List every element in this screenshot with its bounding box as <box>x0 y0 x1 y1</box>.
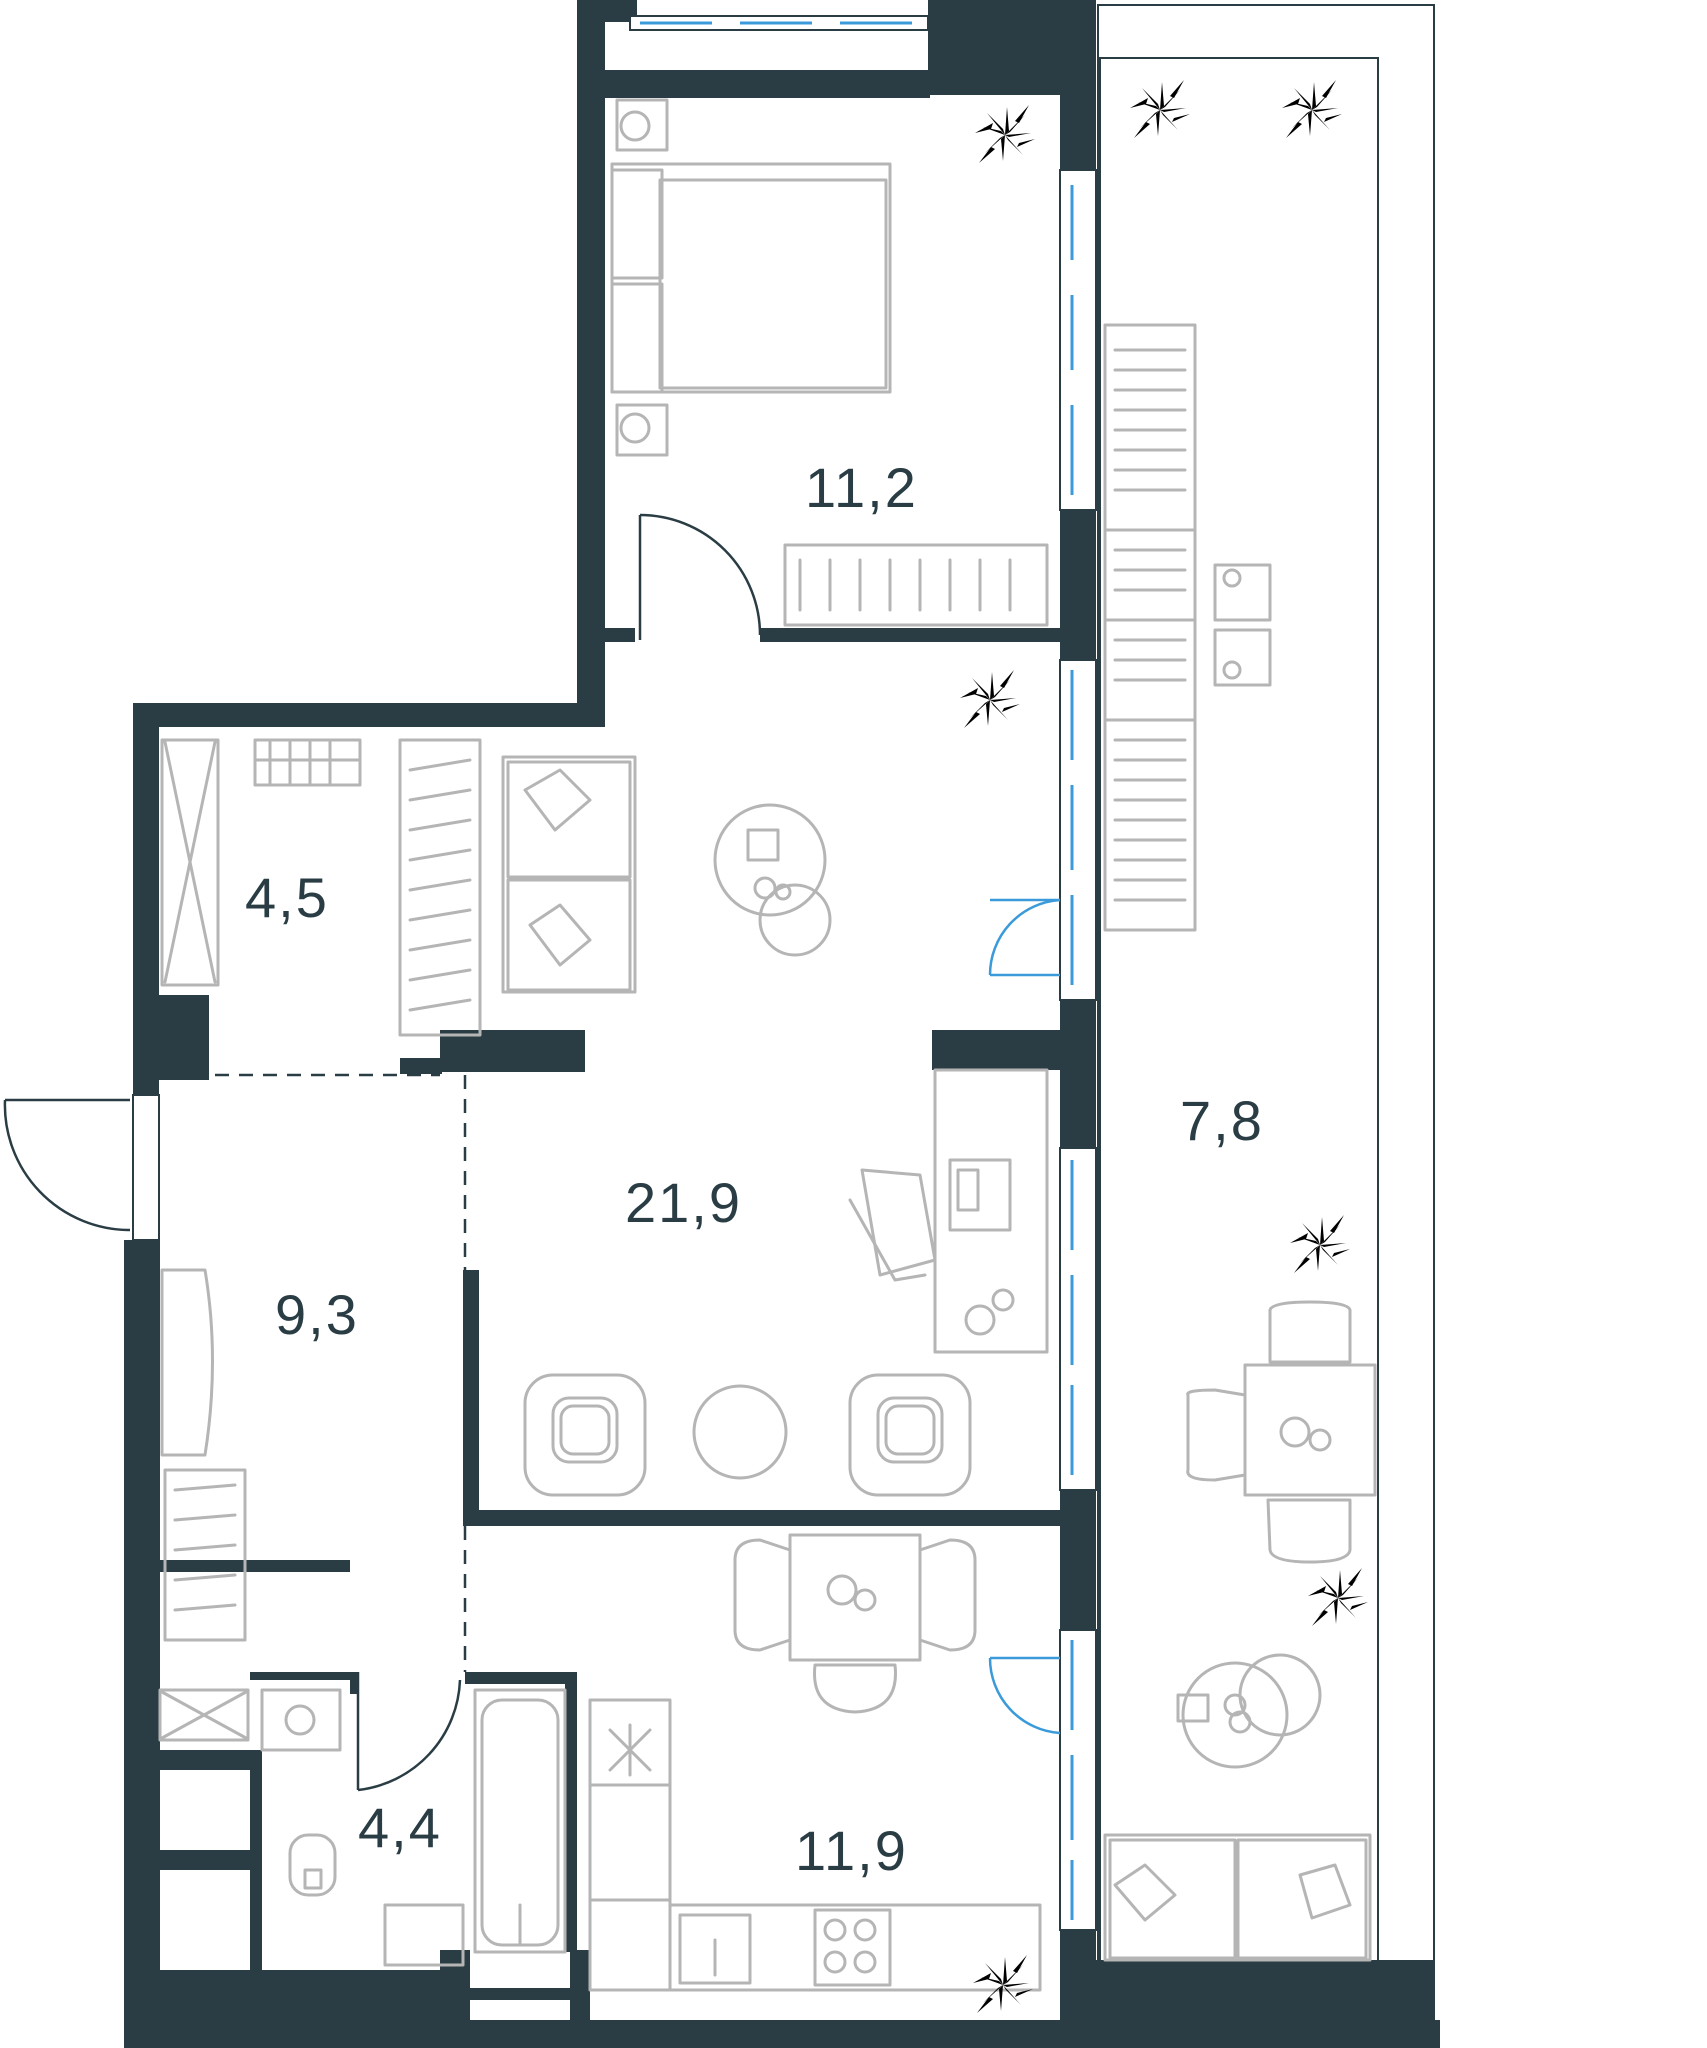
doors <box>3 513 1061 1792</box>
room-area-balcony: 7,8 <box>1180 1089 1264 1152</box>
plant-icon <box>1130 80 1190 138</box>
plant-icon <box>975 105 1035 163</box>
bed-icon <box>610 98 892 457</box>
stove-icon <box>813 1908 892 1987</box>
windows <box>132 15 1097 1931</box>
plant-icon <box>1290 1215 1350 1273</box>
plant-icon <box>973 1955 1033 2013</box>
room-area-bathroom: 4,4 <box>358 1796 442 1859</box>
sofa-icon <box>501 755 637 994</box>
sink-icon <box>678 1913 752 1985</box>
room-area-hall: 9,3 <box>275 1283 359 1346</box>
plant-icon <box>960 670 1020 728</box>
plant-icon <box>1282 80 1342 138</box>
room-area-bedroom: 11,2 <box>805 456 918 519</box>
room-area-wardrobe: 4,5 <box>245 866 329 929</box>
room-area-living: 21,9 <box>625 1171 742 1234</box>
plant-icon <box>1308 1568 1368 1626</box>
bathtub-icon <box>473 1688 567 1954</box>
toilet-icon <box>288 1833 337 1897</box>
furniture <box>158 98 1377 1992</box>
walls <box>124 0 1440 2048</box>
room-area-kitchen: 11,9 <box>795 1819 908 1882</box>
